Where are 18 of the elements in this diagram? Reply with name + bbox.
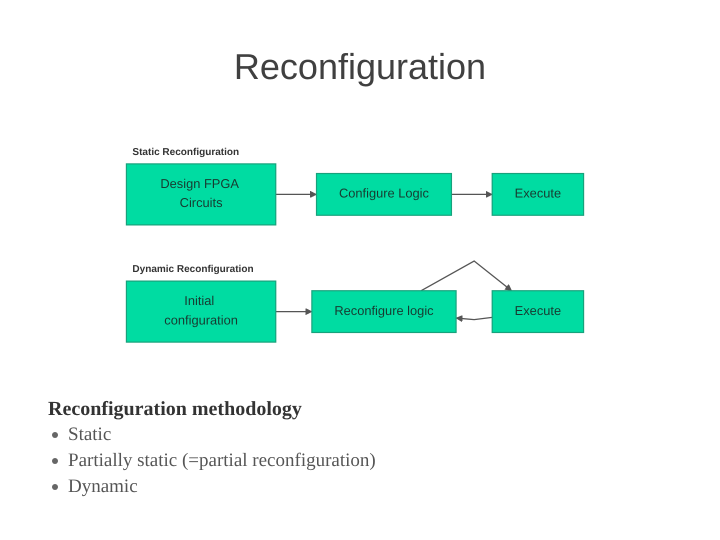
arrow [456, 315, 492, 322]
arrow [420, 260, 512, 292]
section-heading: Static Reconfiguration [132, 146, 240, 159]
node-box: Reconfigure logic [311, 290, 457, 334]
arrow [276, 190, 317, 198]
arrow [276, 308, 312, 316]
list-item: Static [68, 423, 112, 447]
section-heading: Dynamic Reconfiguration [132, 264, 254, 276]
node-box: Execute [492, 172, 584, 216]
list-item: Partially static (=partial reconfiguration) [68, 449, 376, 473]
node-box: Execute [492, 290, 584, 334]
node-box: Design FPGA Circuits [126, 163, 276, 226]
node-box: Initial configuration [126, 280, 276, 343]
list-item: Dynamic [68, 475, 138, 499]
node-box: Configure Logic [316, 172, 452, 216]
arrow [451, 190, 493, 198]
slide-title: Reconfiguration [234, 46, 486, 88]
list-heading: Reconfiguration methodology [48, 397, 302, 422]
